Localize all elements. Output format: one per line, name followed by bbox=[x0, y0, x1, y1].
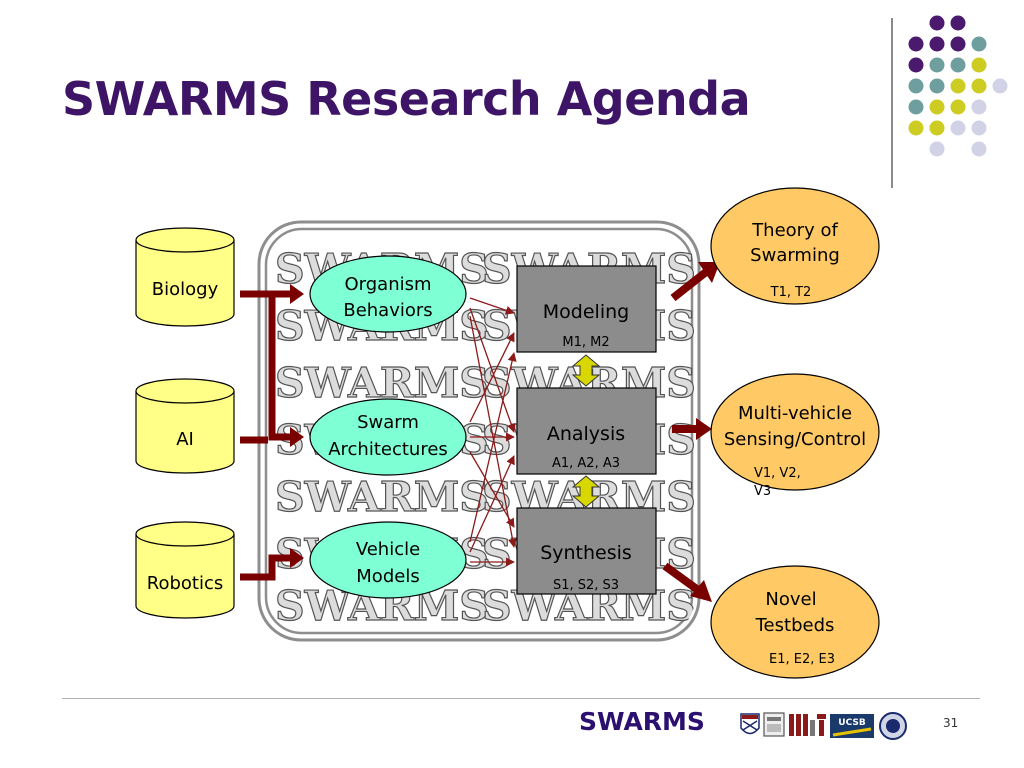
decorative-dot bbox=[929, 141, 945, 157]
input-arrowheads bbox=[290, 284, 304, 568]
decorative-dot bbox=[971, 78, 987, 94]
box-analysis: Analysis A1, A2, A3 bbox=[516, 387, 657, 475]
decorative-dot bbox=[950, 57, 966, 73]
page-number: 31 bbox=[943, 716, 959, 730]
method-codes: A1, A2, A3 bbox=[552, 456, 620, 471]
mit-logo-icon bbox=[789, 714, 826, 736]
method-codes: M1, M2 bbox=[562, 335, 609, 350]
penn-shield-icon bbox=[740, 713, 760, 735]
svg-text:UCSB: UCSB bbox=[838, 718, 866, 728]
decorative-dot-grid bbox=[908, 15, 1008, 157]
ellipse-organism-behaviors: Organism Behaviors bbox=[309, 255, 467, 333]
outcome-codes: V1, V2, bbox=[754, 466, 801, 481]
behavior-label-line2: Behaviors bbox=[343, 300, 432, 321]
partner-logos: UCSB bbox=[740, 712, 907, 740]
arrowhead-icon bbox=[290, 548, 304, 568]
decorative-dot bbox=[950, 36, 966, 52]
decorative-dot bbox=[929, 36, 945, 52]
arrowhead-icon bbox=[698, 262, 720, 283]
research-agenda-diagram: SWARMS SWARMS SWARMS SWARMS SWARMS SWARM… bbox=[135, 187, 880, 679]
footer-brand: SWARMS bbox=[579, 707, 705, 736]
behavior-label-line1: Organism bbox=[344, 274, 431, 295]
input-label-robotics: Robotics bbox=[147, 573, 223, 594]
ellipse-multi-vehicle-sensing-control: Multi-vehicle Sensing/Control V1, V2, V3 bbox=[710, 373, 880, 499]
ellipse-vehicle-models: Vehicle Models bbox=[309, 521, 467, 599]
decorative-dot bbox=[950, 99, 966, 115]
cylinder-ai: AI bbox=[135, 378, 235, 474]
arrowhead-icon bbox=[290, 427, 304, 447]
watermark-text: SWARMS bbox=[275, 473, 489, 521]
input-label-ai: AI bbox=[176, 429, 194, 450]
biology-ai-bracket-connector bbox=[240, 290, 292, 441]
outcome-codes: T1, T2 bbox=[770, 285, 812, 300]
decorative-dot bbox=[971, 57, 987, 73]
method-link-arrows bbox=[571, 354, 601, 508]
decorative-dot bbox=[908, 78, 924, 94]
method-name: Analysis bbox=[547, 423, 625, 445]
behavior-label-line2: Models bbox=[356, 566, 419, 587]
ucsb-logo-icon: UCSB bbox=[830, 714, 874, 738]
university-seal-icon bbox=[763, 712, 785, 737]
input-label-biology: Biology bbox=[152, 279, 219, 300]
arrowhead-icon bbox=[696, 418, 712, 440]
method-codes: S1, S2, S3 bbox=[553, 578, 619, 593]
slide-title: SWARMS Research Agenda bbox=[62, 72, 751, 126]
decorative-dot bbox=[929, 57, 945, 73]
arrowhead-icon bbox=[290, 284, 304, 304]
outcome-label-line2: Testbeds bbox=[755, 615, 835, 636]
method-name: Modeling bbox=[543, 301, 629, 323]
round-seal-icon bbox=[879, 712, 907, 740]
decorative-dot bbox=[929, 15, 945, 31]
output-arrows bbox=[662, 262, 720, 602]
cylinder-biology: Biology bbox=[135, 227, 235, 327]
box-modeling: Modeling M1, M2 bbox=[516, 265, 657, 353]
behavior-label-line1: Vehicle bbox=[356, 539, 420, 560]
decorative-dot bbox=[929, 120, 945, 136]
decorative-dot bbox=[929, 99, 945, 115]
decorative-dot bbox=[908, 99, 924, 115]
double-arrow-icon bbox=[571, 354, 601, 387]
decorative-dot bbox=[950, 78, 966, 94]
cylinder-robotics: Robotics bbox=[135, 521, 235, 619]
cross-connection-arrows bbox=[469, 297, 517, 567]
outcome-label-line2: Swarming bbox=[750, 245, 840, 266]
outcome-label-line1: Theory of bbox=[751, 220, 838, 241]
ellipse-theory-of-swarming: Theory of Swarming T1, T2 bbox=[710, 187, 880, 305]
decorative-dot bbox=[971, 141, 987, 157]
method-name: Synthesis bbox=[540, 542, 632, 564]
outcome-label-line2: Sensing/Control bbox=[724, 429, 866, 450]
decorative-dot bbox=[992, 78, 1008, 94]
decorative-dot bbox=[950, 120, 966, 136]
title-divider-line bbox=[891, 18, 893, 188]
arrowhead-icon bbox=[690, 580, 712, 602]
outcome-label-line1: Multi-vehicle bbox=[738, 403, 852, 424]
decorative-dot bbox=[908, 57, 924, 73]
decorative-dot bbox=[929, 78, 945, 94]
outcome-label-line1: Novel bbox=[765, 589, 816, 610]
ellipse-novel-testbeds: Novel Testbeds E1, E2, E3 bbox=[710, 565, 880, 679]
ellipse-swarm-architectures: Swarm Architectures bbox=[309, 398, 467, 476]
decorative-dot bbox=[971, 99, 987, 115]
outcome-codes: V3 bbox=[754, 484, 771, 499]
footer-divider-line bbox=[62, 698, 980, 699]
outcome-codes: E1, E2, E3 bbox=[769, 652, 835, 667]
behavior-label-line1: Swarm bbox=[357, 412, 419, 433]
box-synthesis: Synthesis S1, S2, S3 bbox=[516, 507, 657, 595]
decorative-dot bbox=[971, 36, 987, 52]
decorative-dot bbox=[950, 15, 966, 31]
watermark-text: SWARMS bbox=[275, 582, 489, 630]
double-arrow-icon bbox=[571, 475, 601, 508]
behavior-label-line2: Architectures bbox=[328, 439, 448, 460]
input-connectors bbox=[240, 290, 292, 581]
decorative-dot bbox=[971, 120, 987, 136]
decorative-dot bbox=[908, 36, 924, 52]
robotics-connector bbox=[240, 554, 292, 581]
decorative-dot bbox=[908, 120, 924, 136]
